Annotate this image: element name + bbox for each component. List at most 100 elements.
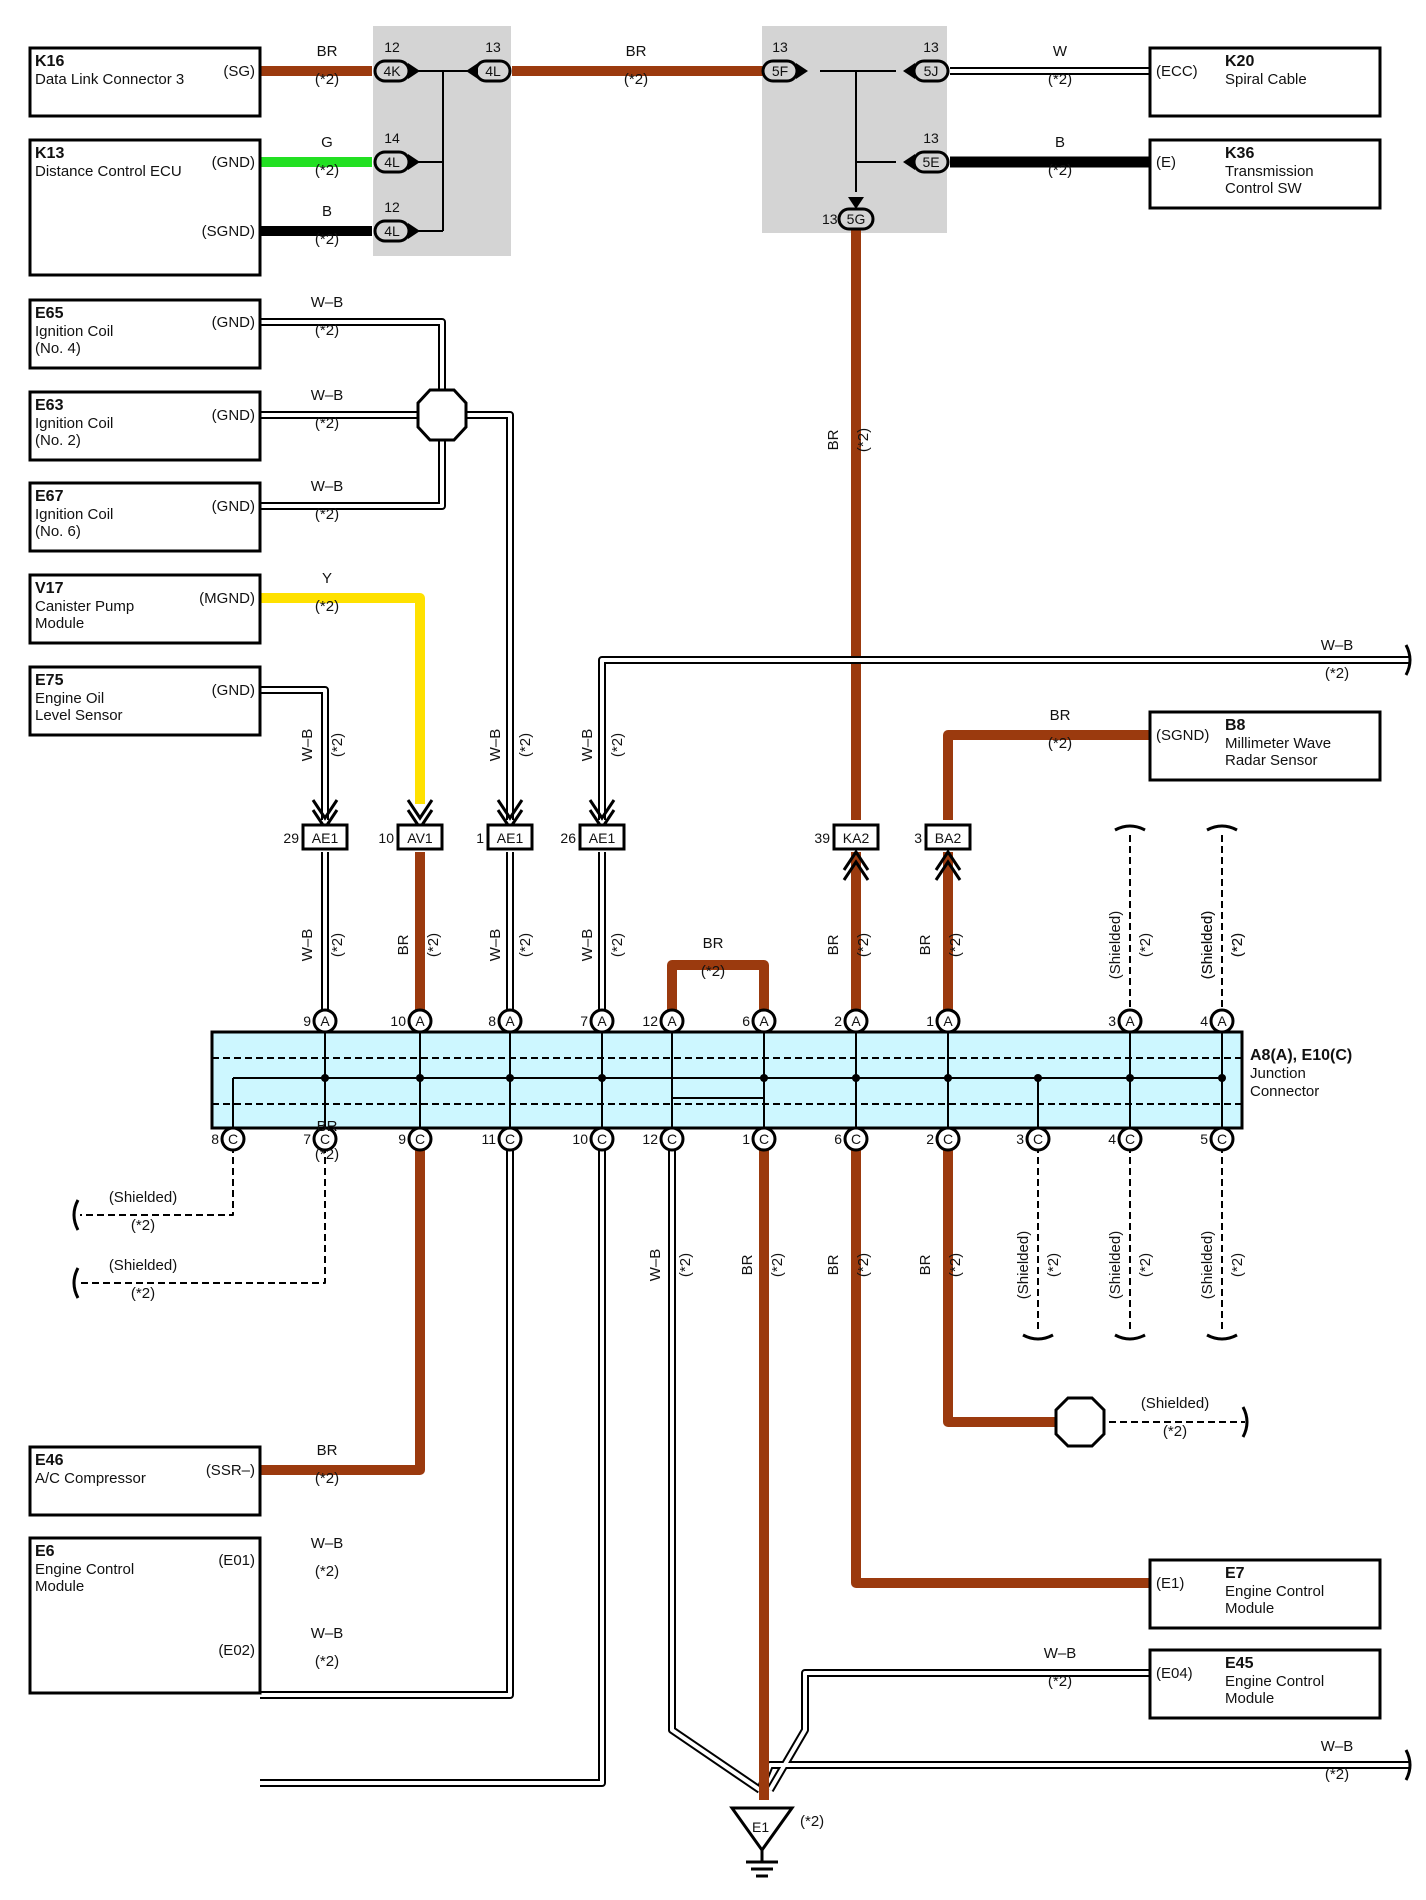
wire-color: (Shielded) bbox=[1107, 1231, 1124, 1299]
wire-color: W–B bbox=[299, 929, 316, 962]
component-name: Canister Pump bbox=[35, 598, 134, 615]
pin-number: 7 bbox=[580, 1013, 588, 1029]
junction-pin-bottom: C9 bbox=[398, 1126, 433, 1152]
terminal-label: (SGND) bbox=[202, 223, 255, 240]
connector-code: 5E bbox=[922, 154, 939, 170]
component-name: Distance Control ECU bbox=[35, 163, 182, 180]
junction-pin-bottom: C12 bbox=[642, 1126, 685, 1152]
wire-label: W–B(*2) bbox=[1321, 1738, 1354, 1783]
pin-letter: C bbox=[505, 1131, 515, 1147]
wire-label: W–B(*2) bbox=[311, 294, 344, 339]
connector-code: BA2 bbox=[935, 830, 962, 846]
wire-note: (*2) bbox=[329, 733, 346, 757]
component-id: E45 bbox=[1225, 1655, 1254, 1672]
wire-color: (Shielded) bbox=[109, 1257, 177, 1274]
wire-note: (*2) bbox=[769, 1253, 786, 1277]
wire-label: BR(*2) bbox=[315, 43, 339, 88]
wire-note: (*2) bbox=[315, 1563, 339, 1580]
connector-code: 4L bbox=[384, 223, 400, 239]
junction-subtitle-1: Junction bbox=[1250, 1065, 1306, 1082]
connector-pin: 39 bbox=[814, 830, 830, 846]
wire-note: (*2) bbox=[947, 1253, 964, 1277]
splice-point-shield bbox=[1054, 1396, 1106, 1448]
wire-note: (*2) bbox=[315, 1470, 339, 1487]
wire-note: (*2) bbox=[517, 933, 534, 957]
pin-number: 12 bbox=[642, 1131, 658, 1147]
wire-note: (*2) bbox=[1137, 1253, 1154, 1277]
component-id: K16 bbox=[35, 53, 64, 70]
component-name: Engine Control bbox=[35, 1561, 134, 1578]
pin-letter: C bbox=[1125, 1131, 1135, 1147]
pin-number: 10 bbox=[390, 1013, 406, 1029]
component-id: K13 bbox=[35, 145, 64, 162]
pin-number: 5 bbox=[1200, 1131, 1208, 1147]
junction-pin-top: A3 bbox=[1108, 1008, 1143, 1034]
wire-color: BR bbox=[739, 1254, 756, 1275]
vertical-wire-label: W–B(*2) bbox=[579, 929, 626, 962]
junction-pin-bottom: C1 bbox=[742, 1126, 777, 1152]
wire-color: G bbox=[321, 134, 333, 151]
wire-note: (*2) bbox=[1229, 1253, 1246, 1277]
connector-pin: 13 bbox=[485, 39, 501, 55]
junction-pin-top: A6 bbox=[742, 1008, 777, 1034]
wire-color: BR bbox=[317, 1442, 338, 1459]
connector-pin: 26 bbox=[560, 830, 576, 846]
wire-label: (Shielded)(*2) bbox=[109, 1189, 177, 1234]
wire-label: (Shielded)(*2) bbox=[1199, 911, 1246, 979]
wire-color: BR bbox=[917, 934, 934, 955]
wire-note: (*2) bbox=[1045, 1253, 1062, 1277]
wire-note: (*2) bbox=[1048, 735, 1072, 752]
component-name: Module bbox=[1225, 1690, 1274, 1707]
junction-pin-bottom: C7 bbox=[303, 1126, 338, 1152]
connector-pin: 10 bbox=[378, 830, 394, 846]
wire-color: (Shielded) bbox=[109, 1189, 177, 1206]
connector-code: 5F bbox=[772, 63, 788, 79]
connector-code: 4L bbox=[384, 154, 400, 170]
wire-b8-sgnd bbox=[943, 730, 1150, 820]
connector-pin: 13 bbox=[923, 39, 939, 55]
vertical-wire-label: (Shielded)(*2) bbox=[1107, 911, 1154, 979]
component-name: Level Sensor bbox=[35, 707, 123, 724]
pin-number: 2 bbox=[834, 1013, 842, 1029]
component-id: B8 bbox=[1225, 717, 1246, 734]
junction-pin-bottom: C10 bbox=[572, 1126, 615, 1152]
wire-label: Y(*2) bbox=[315, 570, 339, 615]
wire-label: BR(*2) bbox=[624, 43, 648, 88]
wire-note: (*2) bbox=[315, 71, 339, 88]
wire-label: B(*2) bbox=[1048, 134, 1072, 179]
component-id: E63 bbox=[35, 397, 64, 414]
wire-color: BR bbox=[825, 429, 842, 450]
pin-number: 1 bbox=[926, 1013, 934, 1029]
wire-color: BR bbox=[917, 1254, 934, 1275]
wires bbox=[80, 66, 1410, 1800]
wire-break-marks bbox=[72, 644, 1412, 1781]
wire-label: B(*2) bbox=[315, 203, 339, 248]
pin-letter: A bbox=[667, 1013, 677, 1029]
wire-label: BR(*2) bbox=[315, 1118, 339, 1163]
connector-code: AE1 bbox=[589, 830, 616, 846]
pin-number: 4 bbox=[1108, 1131, 1116, 1147]
terminal-label: (GND) bbox=[212, 682, 255, 699]
pin-letter: A bbox=[415, 1013, 425, 1029]
junction-title: A8(A), E10(C) bbox=[1250, 1047, 1352, 1064]
wire-a12-a6 bbox=[667, 960, 769, 1015]
pin-number: 7 bbox=[303, 1131, 311, 1147]
wire-color: BR bbox=[317, 1118, 338, 1135]
wire-note: (*2) bbox=[1048, 162, 1072, 179]
vertical-wire-label: BR(*2) bbox=[395, 933, 442, 957]
wire-note: (*2) bbox=[517, 733, 534, 757]
pin-letter: C bbox=[320, 1131, 330, 1147]
terminal-label: (SGND) bbox=[1156, 727, 1209, 744]
wire-color: W–B bbox=[1044, 1645, 1077, 1662]
connector-code: AE1 bbox=[312, 830, 339, 846]
junction-pin-bottom: C5 bbox=[1200, 1126, 1235, 1152]
